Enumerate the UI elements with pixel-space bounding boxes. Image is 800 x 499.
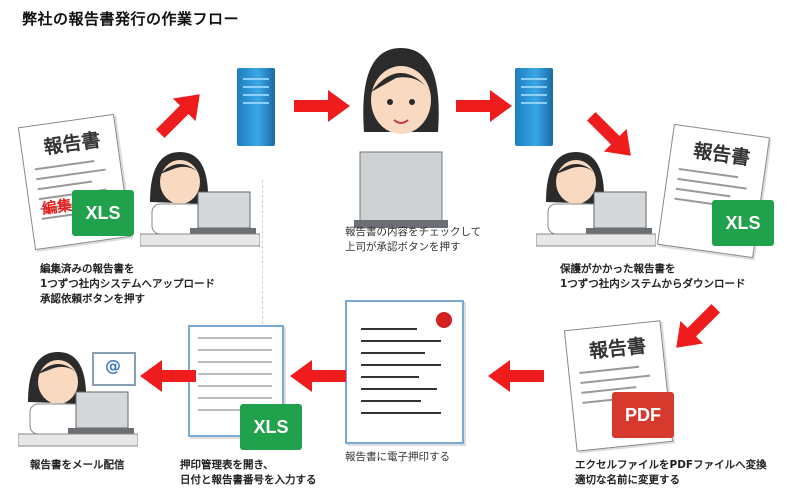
step-email-caption: 報告書をメール配信 [30,459,125,471]
flow-arrow-left-3 [140,360,196,392]
office-worker-laptop-1 [140,152,260,247]
flow-arrow-right-2 [456,90,512,122]
pdf-file-icon: PDF [612,392,674,438]
flow-arrow-down-left [676,303,721,348]
flow-arrow-left-1 [488,360,544,392]
divider-line [262,180,263,450]
flow-arrow-up-right [155,94,200,139]
page-title: 弊社の報告書発行の作業フロー [22,10,240,28]
flow-arrow-right-1 [294,90,350,122]
xls-file-icon-3: XLS [240,404,302,450]
step-download-caption: 保護がかかった報告書を 1つずつ社内システムからダウンロード [560,263,746,290]
step-stamp-caption: 報告書に電子押印する [345,451,450,463]
manager-laptop-icon [354,48,448,228]
stamped-document [345,300,464,444]
office-worker-laptop-3 [18,352,138,447]
office-worker-laptop-2 [536,152,656,247]
email-envelope-icon: @ [92,352,136,386]
step-register-caption: 押印管理表を開き、 日付と報告書番号を入力する [180,459,317,486]
step-upload-caption: 編集済みの報告書を 1つずつ社内システムへアップロード 承認依頼ボタンを押す [40,263,215,305]
server-icon-right [515,68,553,146]
edit-mark: 編集 [40,195,74,218]
xls-file-icon-2: XLS [712,200,774,246]
flow-arrow-left-2 [290,360,346,392]
xls-file-icon: XLS [72,190,134,236]
step-convert-caption: エクセルファイルをPDFファイルへ変換 適切な名前に変更する [575,459,767,486]
step-approve-caption: 報告書の内容をチェックして 上司が承認ボタンを押す [345,226,482,253]
server-icon-left [237,68,275,146]
flow-arrow-down-right [586,111,631,156]
